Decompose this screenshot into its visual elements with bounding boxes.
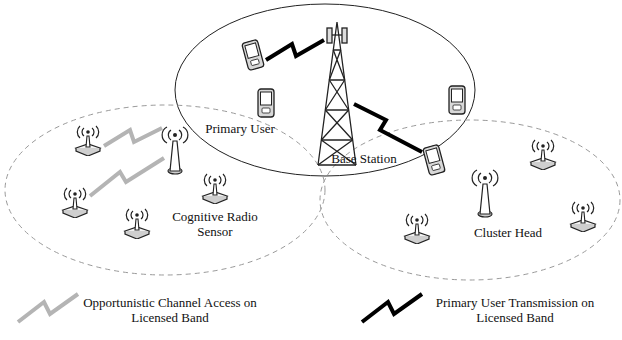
primary-transmission-bolt [266,40,324,60]
primary-network-region [175,4,475,176]
legend-black-bolt [362,294,422,322]
opportunistic-access-bolt [90,158,164,196]
primary-user-phone [258,89,274,117]
cognitive-radio-sensor [531,140,555,170]
base-station-tower [318,22,356,165]
cognitive-radio-sensor [76,126,100,156]
cognitive-cluster-region [5,105,325,275]
primary-transmission-bolt [354,104,422,152]
cognitive-radio-sensor [405,214,429,244]
cluster-head-icon [162,127,188,174]
primary-user-phone [449,86,465,114]
figure-label: Base Station [331,152,396,167]
primary-user-phone [423,144,446,175]
cognitive-radio-sensor [63,188,87,218]
cognitive-radio-sensor [203,174,227,204]
figure-label: Cluster Head [474,226,542,241]
legend-text: Opportunistic Channel Access on Licensed… [80,296,260,326]
cognitive-cluster-region [320,120,620,280]
figure-label: Cognitive Radio Sensor [165,210,265,240]
legend-grey-bolt [18,294,78,322]
primary-user-phone [242,39,265,70]
cluster-head-icon [472,170,498,217]
cognitive-radio-sensor [125,209,149,239]
legend-text: Primary User Transmission on Licensed Ba… [425,296,605,326]
cognitive-radio-sensor [571,202,595,232]
figure-label: Primary User [205,122,275,137]
opportunistic-access-bolt [104,128,162,146]
